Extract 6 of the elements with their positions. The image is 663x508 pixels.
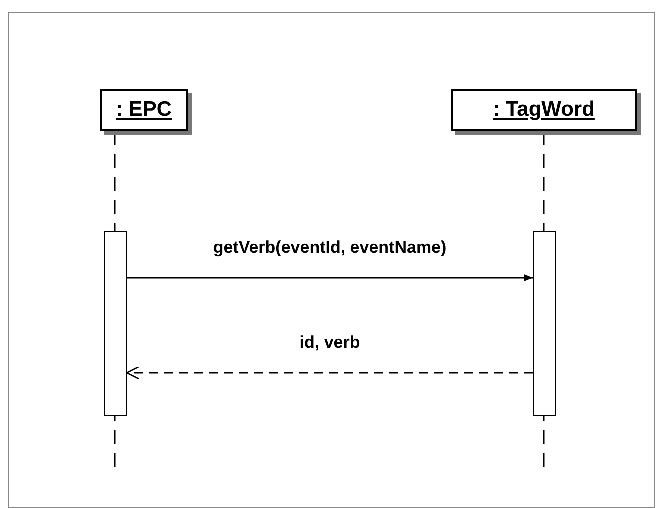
message-label: getVerb(eventId, eventName) [211, 238, 449, 258]
activation-bar [104, 231, 127, 416]
message-arrow [126, 366, 533, 380]
activation-bar [533, 231, 556, 416]
message-label: id, verb [298, 333, 362, 353]
message-arrow [127, 274, 533, 282]
